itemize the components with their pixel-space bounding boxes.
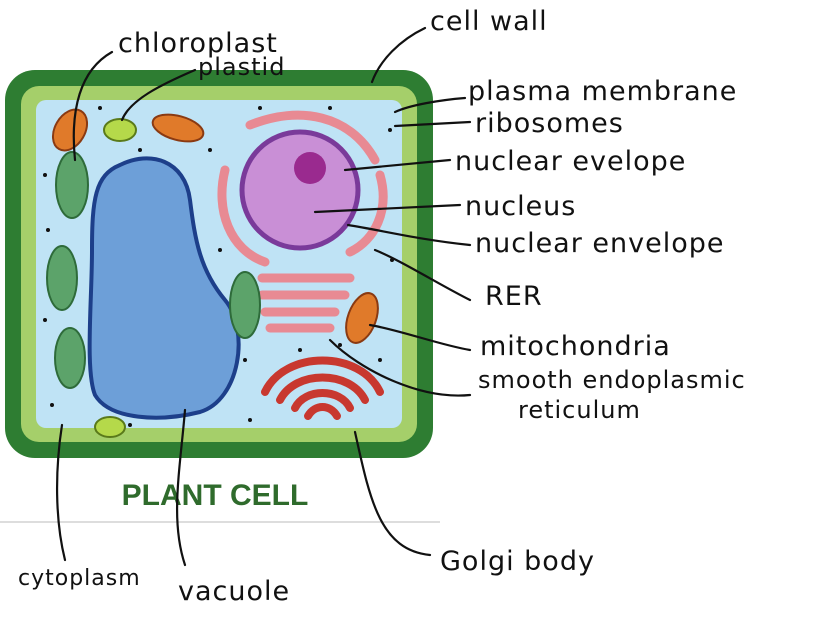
- label-golgi-body: Golgi body: [440, 546, 595, 577]
- nucleus: [239, 129, 361, 251]
- label-ser-line2: reticulum: [518, 396, 641, 424]
- nucleolus: [294, 152, 326, 184]
- label-plasma-membrane: plasma membrane: [468, 76, 737, 107]
- label-nuclear-envelope: nuclear envelope: [475, 228, 725, 259]
- label-plastid: plastid: [198, 53, 285, 81]
- label-nuclear-evelope: nuclear evelope: [455, 146, 686, 177]
- label-ser-line1: smooth endoplasmic: [478, 366, 746, 394]
- label-ribosomes: ribosomes: [475, 108, 624, 139]
- rough-er: [217, 110, 388, 333]
- vacuole: [87, 156, 241, 420]
- chloroplasts: [46, 151, 261, 389]
- label-nucleus: nucleus: [465, 191, 576, 222]
- plastids: [94, 118, 137, 438]
- golgi-body: [261, 356, 384, 420]
- label-chloroplast: chloroplast: [118, 28, 278, 59]
- label-vacuole: vacuole: [178, 576, 290, 607]
- label-mitochondria: mitochondria: [480, 331, 671, 362]
- label-cytoplasm: cytoplasm: [18, 566, 141, 591]
- diagram-title: PLANT CELL: [122, 479, 309, 512]
- leader-lines: [56, 26, 472, 567]
- mitochondria: [51, 108, 379, 344]
- label-rer: RER: [485, 281, 543, 312]
- label-cell-wall: cell wall: [430, 6, 548, 37]
